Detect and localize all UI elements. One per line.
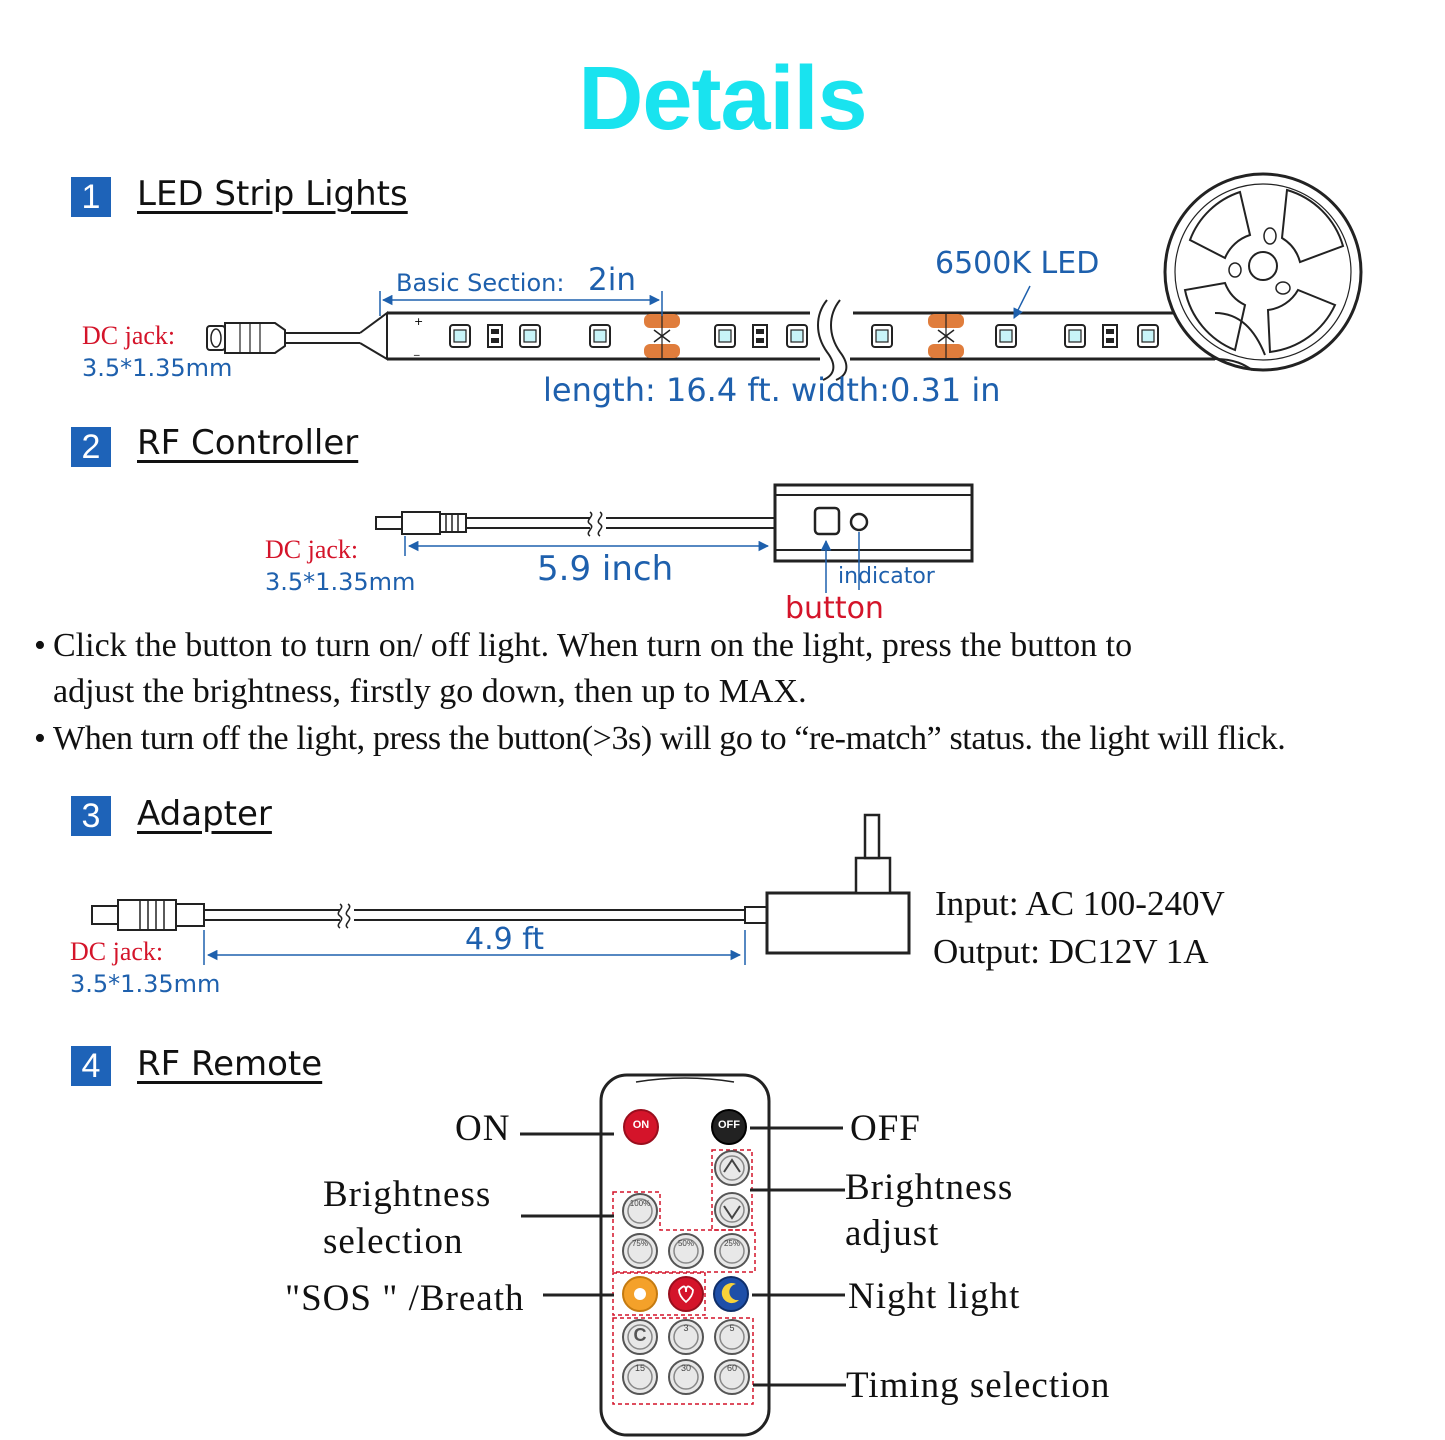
basic-section-label: Basic Section: [396, 269, 565, 297]
brightness-100-button[interactable]: 100% [629, 1199, 651, 1208]
rf-controller-drawing [375, 483, 974, 593]
section-4-number: 4 [71, 1046, 111, 1086]
page-title: Details [578, 49, 867, 149]
adapter-dc-size: 3.5*1.35mm [70, 970, 221, 998]
led-type-label: 6500K LED [935, 246, 1100, 281]
section-2-number: 2 [71, 427, 111, 467]
indicator-label: indicator [838, 564, 935, 589]
note-bullet-2: • [34, 720, 46, 757]
note-2: When turn off the light, press the butto… [53, 720, 1286, 757]
strip-dimensions: length: 16.4 ft. width:0.31 in [543, 371, 1001, 409]
remote-off-label: OFF [850, 1108, 921, 1149]
controller-dc-size: 3.5*1.35mm [265, 568, 416, 596]
brightness-75-button[interactable]: 75% [631, 1239, 648, 1248]
remote-off-button[interactable]: OFF [718, 1119, 740, 1131]
brightness-selection-label-1: Brightness [323, 1174, 492, 1215]
brightness-adjust-label-2: adjust [845, 1213, 940, 1254]
timer-cancel-button[interactable]: C [633, 1325, 647, 1345]
brightness-25-button[interactable]: 25% [723, 1239, 740, 1248]
night-light-label: Night light [848, 1276, 1021, 1317]
timing-selection-label: Timing selection [846, 1365, 1111, 1406]
rf-remote-drawing [520, 1073, 846, 1437]
timer-3-button[interactable]: 3 [683, 1323, 689, 1333]
adapter-dc-jack-label: DC jack: [70, 937, 164, 966]
brightness-selection-label-2: selection [323, 1221, 464, 1262]
note-bullet-1: • [34, 627, 46, 664]
controller-dc-jack-label: DC jack: [265, 535, 359, 564]
section-3-title: Adapter [137, 794, 272, 834]
svg-text:+: + [414, 315, 423, 328]
remote-on-button[interactable]: ON [632, 1119, 650, 1131]
adapter-drawing [91, 813, 911, 965]
section-1-number: 1 [71, 177, 111, 217]
led-strip-drawing: + _ [206, 172, 1363, 381]
timer-15-button[interactable]: 15 [634, 1363, 645, 1373]
strip-dc-jack-label: DC jack: [82, 321, 176, 350]
sos-breath-label: "SOS " /Breath [285, 1278, 525, 1319]
timer-60-button[interactable]: 60 [726, 1363, 737, 1373]
section-2-title: RF Controller [137, 423, 359, 463]
section-4-title: RF Remote [137, 1044, 323, 1084]
button-label: button [785, 591, 884, 626]
basic-section-value: 2in [588, 262, 636, 298]
note-1-line-2: adjust the brightness, firstly go down, … [53, 673, 807, 710]
timer-5-button[interactable]: 5 [729, 1323, 735, 1333]
remote-on-label: ON [455, 1108, 511, 1149]
adapter-input: Input: AC 100-240V [935, 884, 1225, 923]
strip-dc-size: 3.5*1.35mm [82, 354, 233, 382]
controller-cable-length: 5.9 inch [537, 549, 674, 589]
note-1-line-1: Click the button to turn on/ off light. … [53, 627, 1133, 664]
brightness-adjust-label-1: Brightness [845, 1167, 1014, 1208]
adapter-cable-length: 4.9 ft [465, 922, 545, 957]
brightness-up-button[interactable] [715, 1151, 749, 1185]
sos-button[interactable] [623, 1277, 657, 1311]
brightness-50-button[interactable]: 50% [677, 1239, 694, 1248]
svg-text:_: _ [413, 343, 420, 356]
breath-button[interactable] [669, 1277, 703, 1311]
timer-30-button[interactable]: 30 [680, 1363, 691, 1373]
night-light-button[interactable] [714, 1277, 748, 1311]
section-3-number: 3 [71, 796, 111, 836]
adapter-output: Output: DC12V 1A [933, 932, 1209, 971]
brightness-down-button[interactable] [715, 1193, 749, 1227]
section-1-title: LED Strip Lights [137, 174, 408, 214]
